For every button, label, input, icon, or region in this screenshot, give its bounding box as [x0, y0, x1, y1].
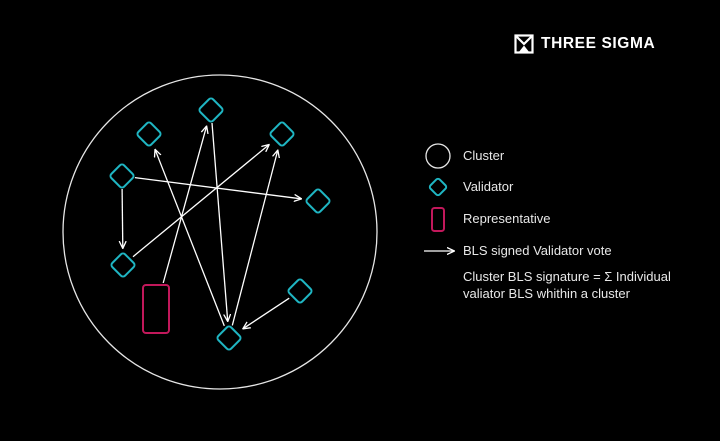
validator-node-v1	[136, 121, 162, 147]
legend-graphics	[424, 143, 454, 251]
signature-note-line2: valiator BLS whithin a cluster	[463, 286, 630, 301]
signature-note-line1: Cluster BLS signature = Σ Individual	[463, 269, 671, 284]
legend-validator-icon	[428, 177, 448, 197]
validator-node-v5	[110, 252, 136, 278]
brand: THREE SIGMA	[514, 34, 655, 54]
legend-cluster-label: Cluster	[463, 148, 505, 163]
vote-arrow-v2-to-v7	[211, 122, 228, 321]
vote-arrow-v5-to-v4	[132, 145, 269, 258]
vote-arrow-rep-to-v2	[162, 126, 206, 284]
legend-representative-icon	[431, 207, 445, 232]
representative-node	[142, 284, 170, 334]
vote-arrow-v9-to-v1	[155, 150, 225, 327]
validator-node-v2	[198, 97, 224, 123]
legend-cluster-icon	[425, 143, 451, 169]
validator-node-v4	[269, 121, 295, 147]
vote-arrows	[122, 122, 301, 329]
three-sigma-logo-icon	[514, 34, 534, 54]
cluster-nodes	[109, 97, 331, 351]
cluster-circle	[62, 74, 378, 390]
legend-vote-label: BLS signed Validator vote	[463, 243, 612, 258]
validator-node-v8	[287, 278, 313, 304]
validator-node-v6	[305, 188, 331, 214]
vote-arrow-v8-to-v7	[243, 297, 290, 328]
vote-arrow-v9-to-v4	[231, 151, 277, 326]
legend-validator-label: Validator	[463, 179, 514, 194]
vote-arrow-v3-to-v5	[122, 188, 123, 248]
brand-name: THREE SIGMA	[541, 35, 656, 52]
validator-node-v7	[216, 325, 242, 351]
validator-node-v3	[109, 163, 135, 189]
legend-representative-label: Representative	[463, 211, 551, 226]
vote-arrow-v3-to-v6	[134, 176, 301, 199]
